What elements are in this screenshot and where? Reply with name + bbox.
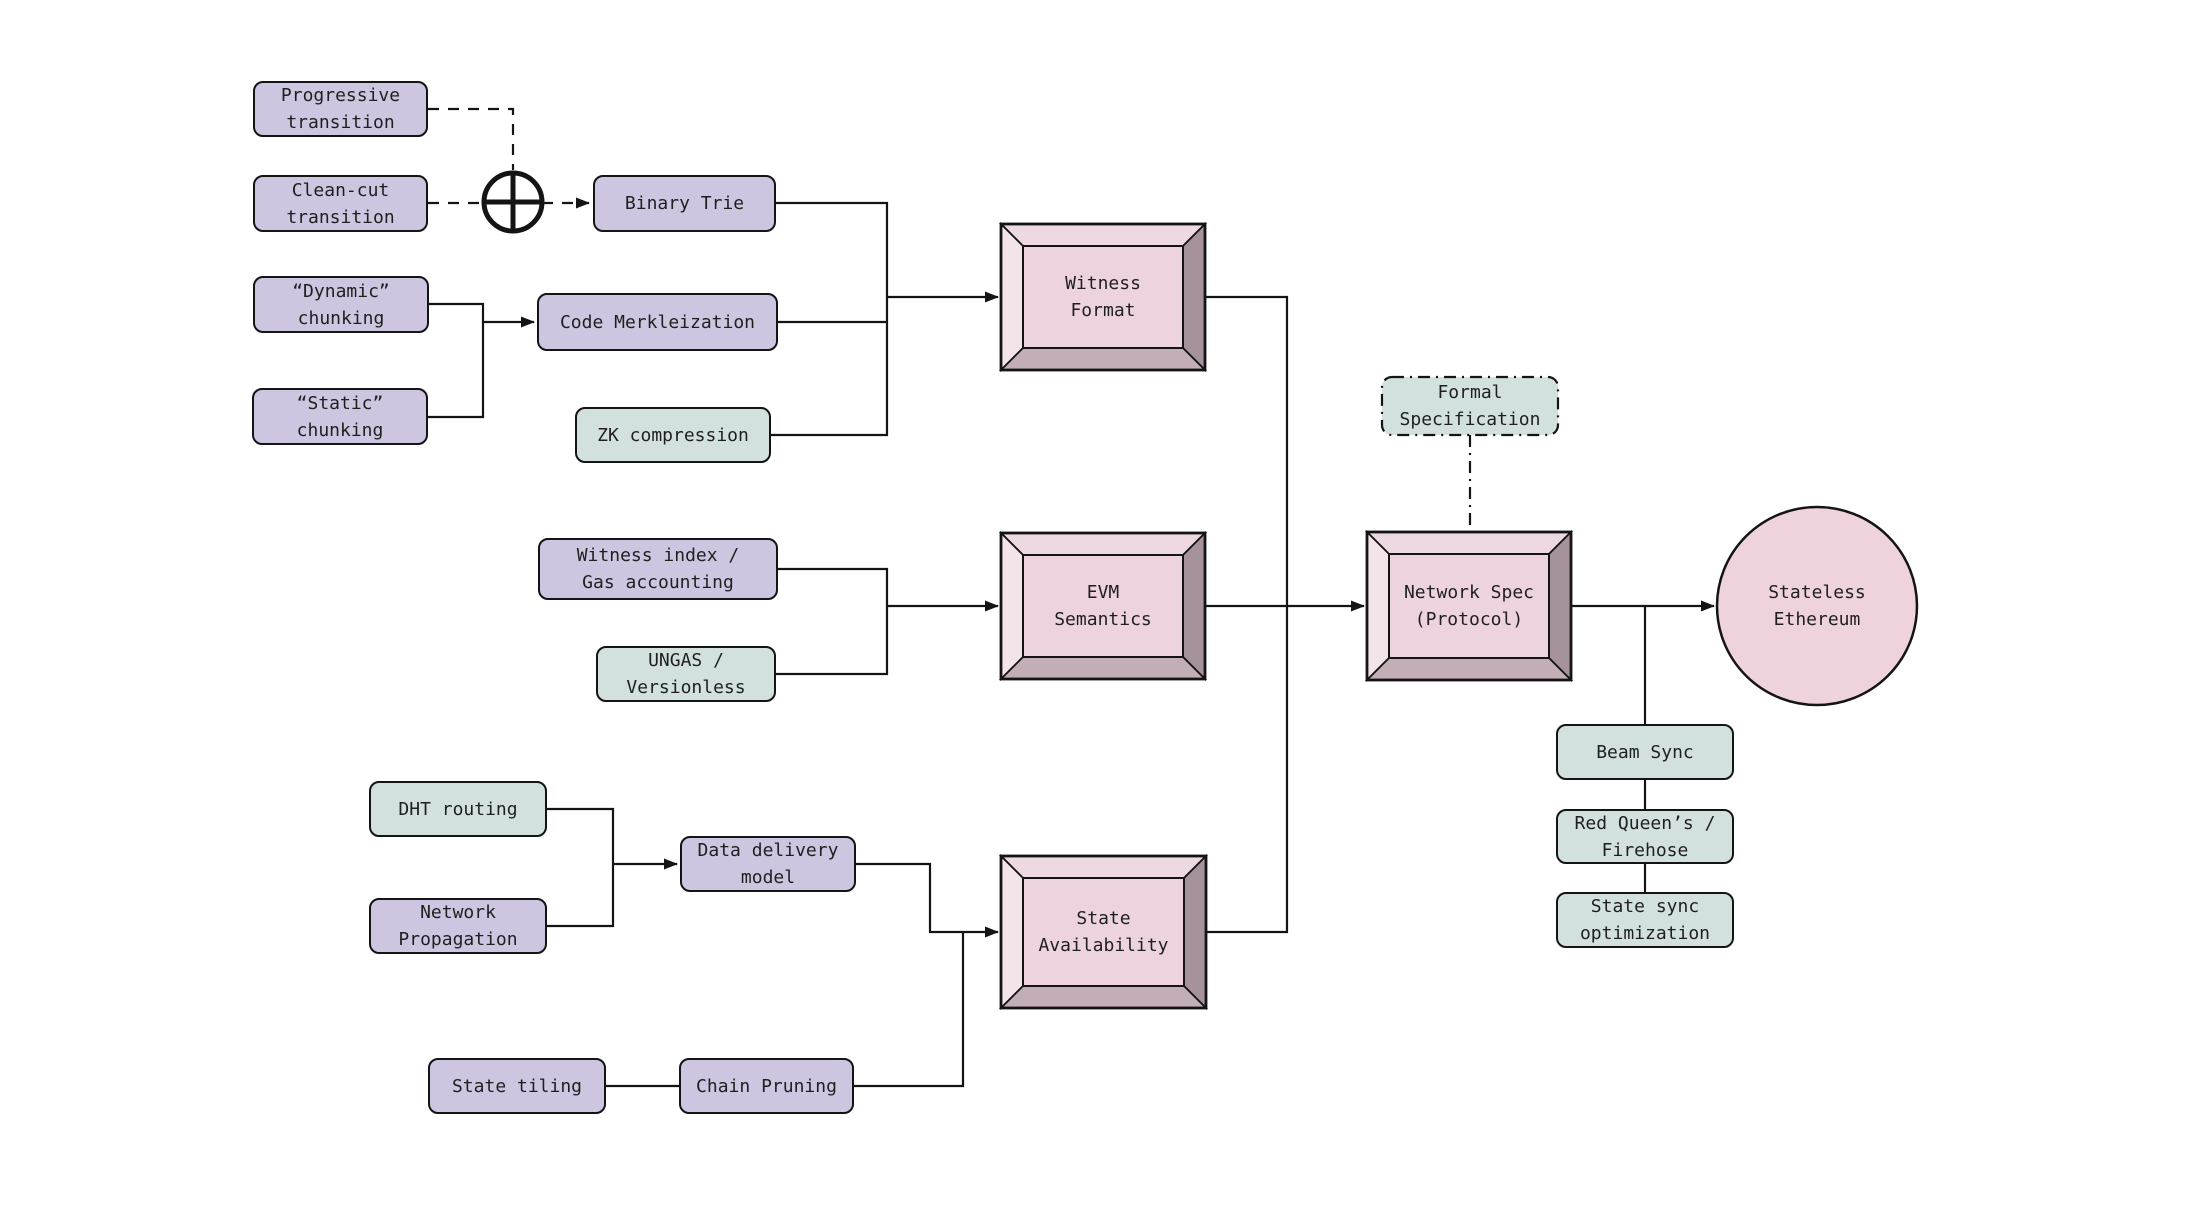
- node-red-queens-firehose: Red Queen’s / Firehose: [1556, 809, 1734, 864]
- node-witness-index-gas-accounting: Witness index / Gas accounting: [538, 538, 778, 600]
- node-progressive-transition: Progressive transition: [253, 81, 428, 137]
- state-availability-3d-frame: [998, 853, 1209, 1011]
- node-chain-pruning: Chain Pruning: [679, 1058, 854, 1114]
- node-witness-format: Witness Format: [1065, 273, 1141, 321]
- node-state-sync-optimization: State sync optimization: [1556, 892, 1734, 948]
- node-zk-compression: ZK compression: [575, 407, 771, 463]
- node-stateless-ethereum: Stateless Ethereum: [1768, 582, 1866, 630]
- formal-specification-box: [1380, 375, 1560, 437]
- edges-arrows: [483, 291, 1715, 938]
- node-evm-semantics: EVM Semantics: [1054, 582, 1152, 630]
- node-binary-trie: Binary Trie: [593, 175, 776, 232]
- node-ungas-versionless: UNGAS / Versionless: [596, 646, 776, 702]
- witness-format-3d-frame: [998, 221, 1208, 373]
- node-static-chunking: “Static” chunking: [252, 388, 428, 445]
- network-spec-3d-frame: [1364, 529, 1574, 683]
- node-network-spec-protocol: Network Spec (Protocol): [1403, 582, 1535, 630]
- node-state-tiling: State tiling: [428, 1058, 606, 1114]
- node-clean-cut-transition: Clean-cut transition: [253, 175, 428, 232]
- node-network-propagation: Network Propagation: [369, 898, 547, 954]
- node-code-merkleization: Code Merkleization: [537, 293, 778, 351]
- node-dynamic-chunking: “Dynamic” chunking: [253, 276, 429, 333]
- node-beam-sync: Beam Sync: [1556, 724, 1734, 780]
- edges-solid: [428, 201, 1647, 1088]
- stateless-ethereum-circle: [1715, 505, 1919, 707]
- edges-dashed: [428, 107, 590, 209]
- node-dht-routing: DHT routing: [369, 781, 547, 837]
- node-state-availability: State Availability: [1038, 908, 1169, 956]
- node-formal-specification: Formal Specification: [1399, 382, 1541, 430]
- node-data-delivery-model: Data delivery model: [680, 836, 856, 892]
- evm-semantics-3d-frame: [998, 530, 1208, 682]
- xor-junction-icon: [481, 170, 545, 234]
